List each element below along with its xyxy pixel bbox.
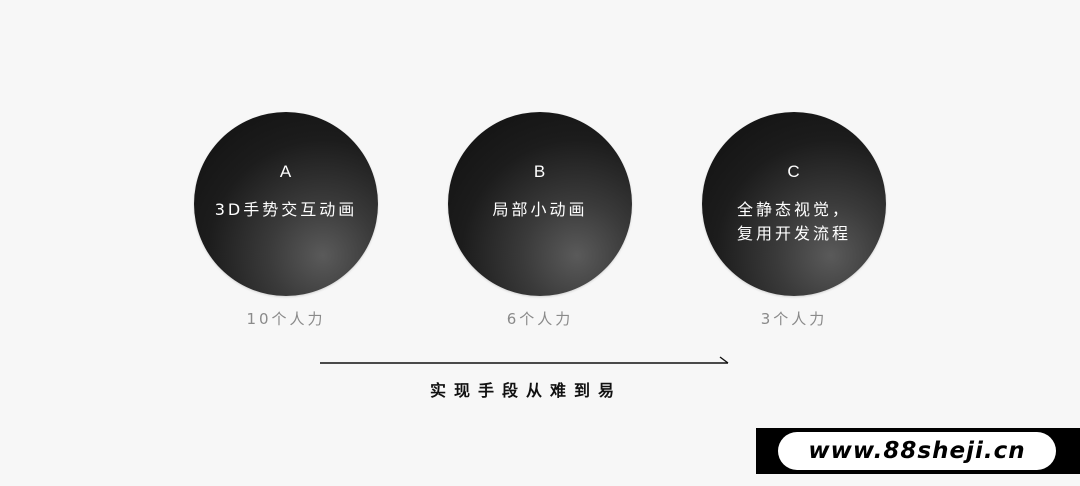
stage-a-letter: A	[279, 162, 293, 181]
watermark-banner: www.88sheji.cn	[756, 428, 1080, 474]
stage-c-cost: 3个人力	[760, 310, 828, 328]
stage-a-circle: A 3D手势交互动画	[194, 112, 378, 296]
stage-b-description: 局部小动画	[448, 198, 632, 222]
difficulty-caption: 实现手段从难到易	[429, 381, 622, 400]
stage-b-cost: 6个人力	[506, 310, 574, 328]
stage-c-desc-line-2: 复用开发流程	[736, 224, 851, 243]
stage-b-letter: B	[533, 162, 547, 181]
stage-a-cost: 10个人力	[246, 310, 326, 328]
right-arrow-icon	[320, 356, 729, 364]
stage-c-circle: C 全静态视觉， 复用开发流程	[702, 112, 886, 296]
stage-b-desc-line-1: 局部小动画	[492, 200, 588, 219]
watermark-text: www.88sheji.cn	[778, 432, 1056, 470]
stage-a-desc-line-1: 3D手势交互动画	[214, 200, 358, 219]
stage-c-letter: C	[787, 162, 801, 181]
stage-c-desc-line-1: 全静态视觉，	[736, 200, 851, 219]
stage-b-circle: B 局部小动画	[448, 112, 632, 296]
stage-a-description: 3D手势交互动画	[194, 198, 378, 222]
stage-c-description: 全静态视觉， 复用开发流程	[702, 198, 886, 246]
